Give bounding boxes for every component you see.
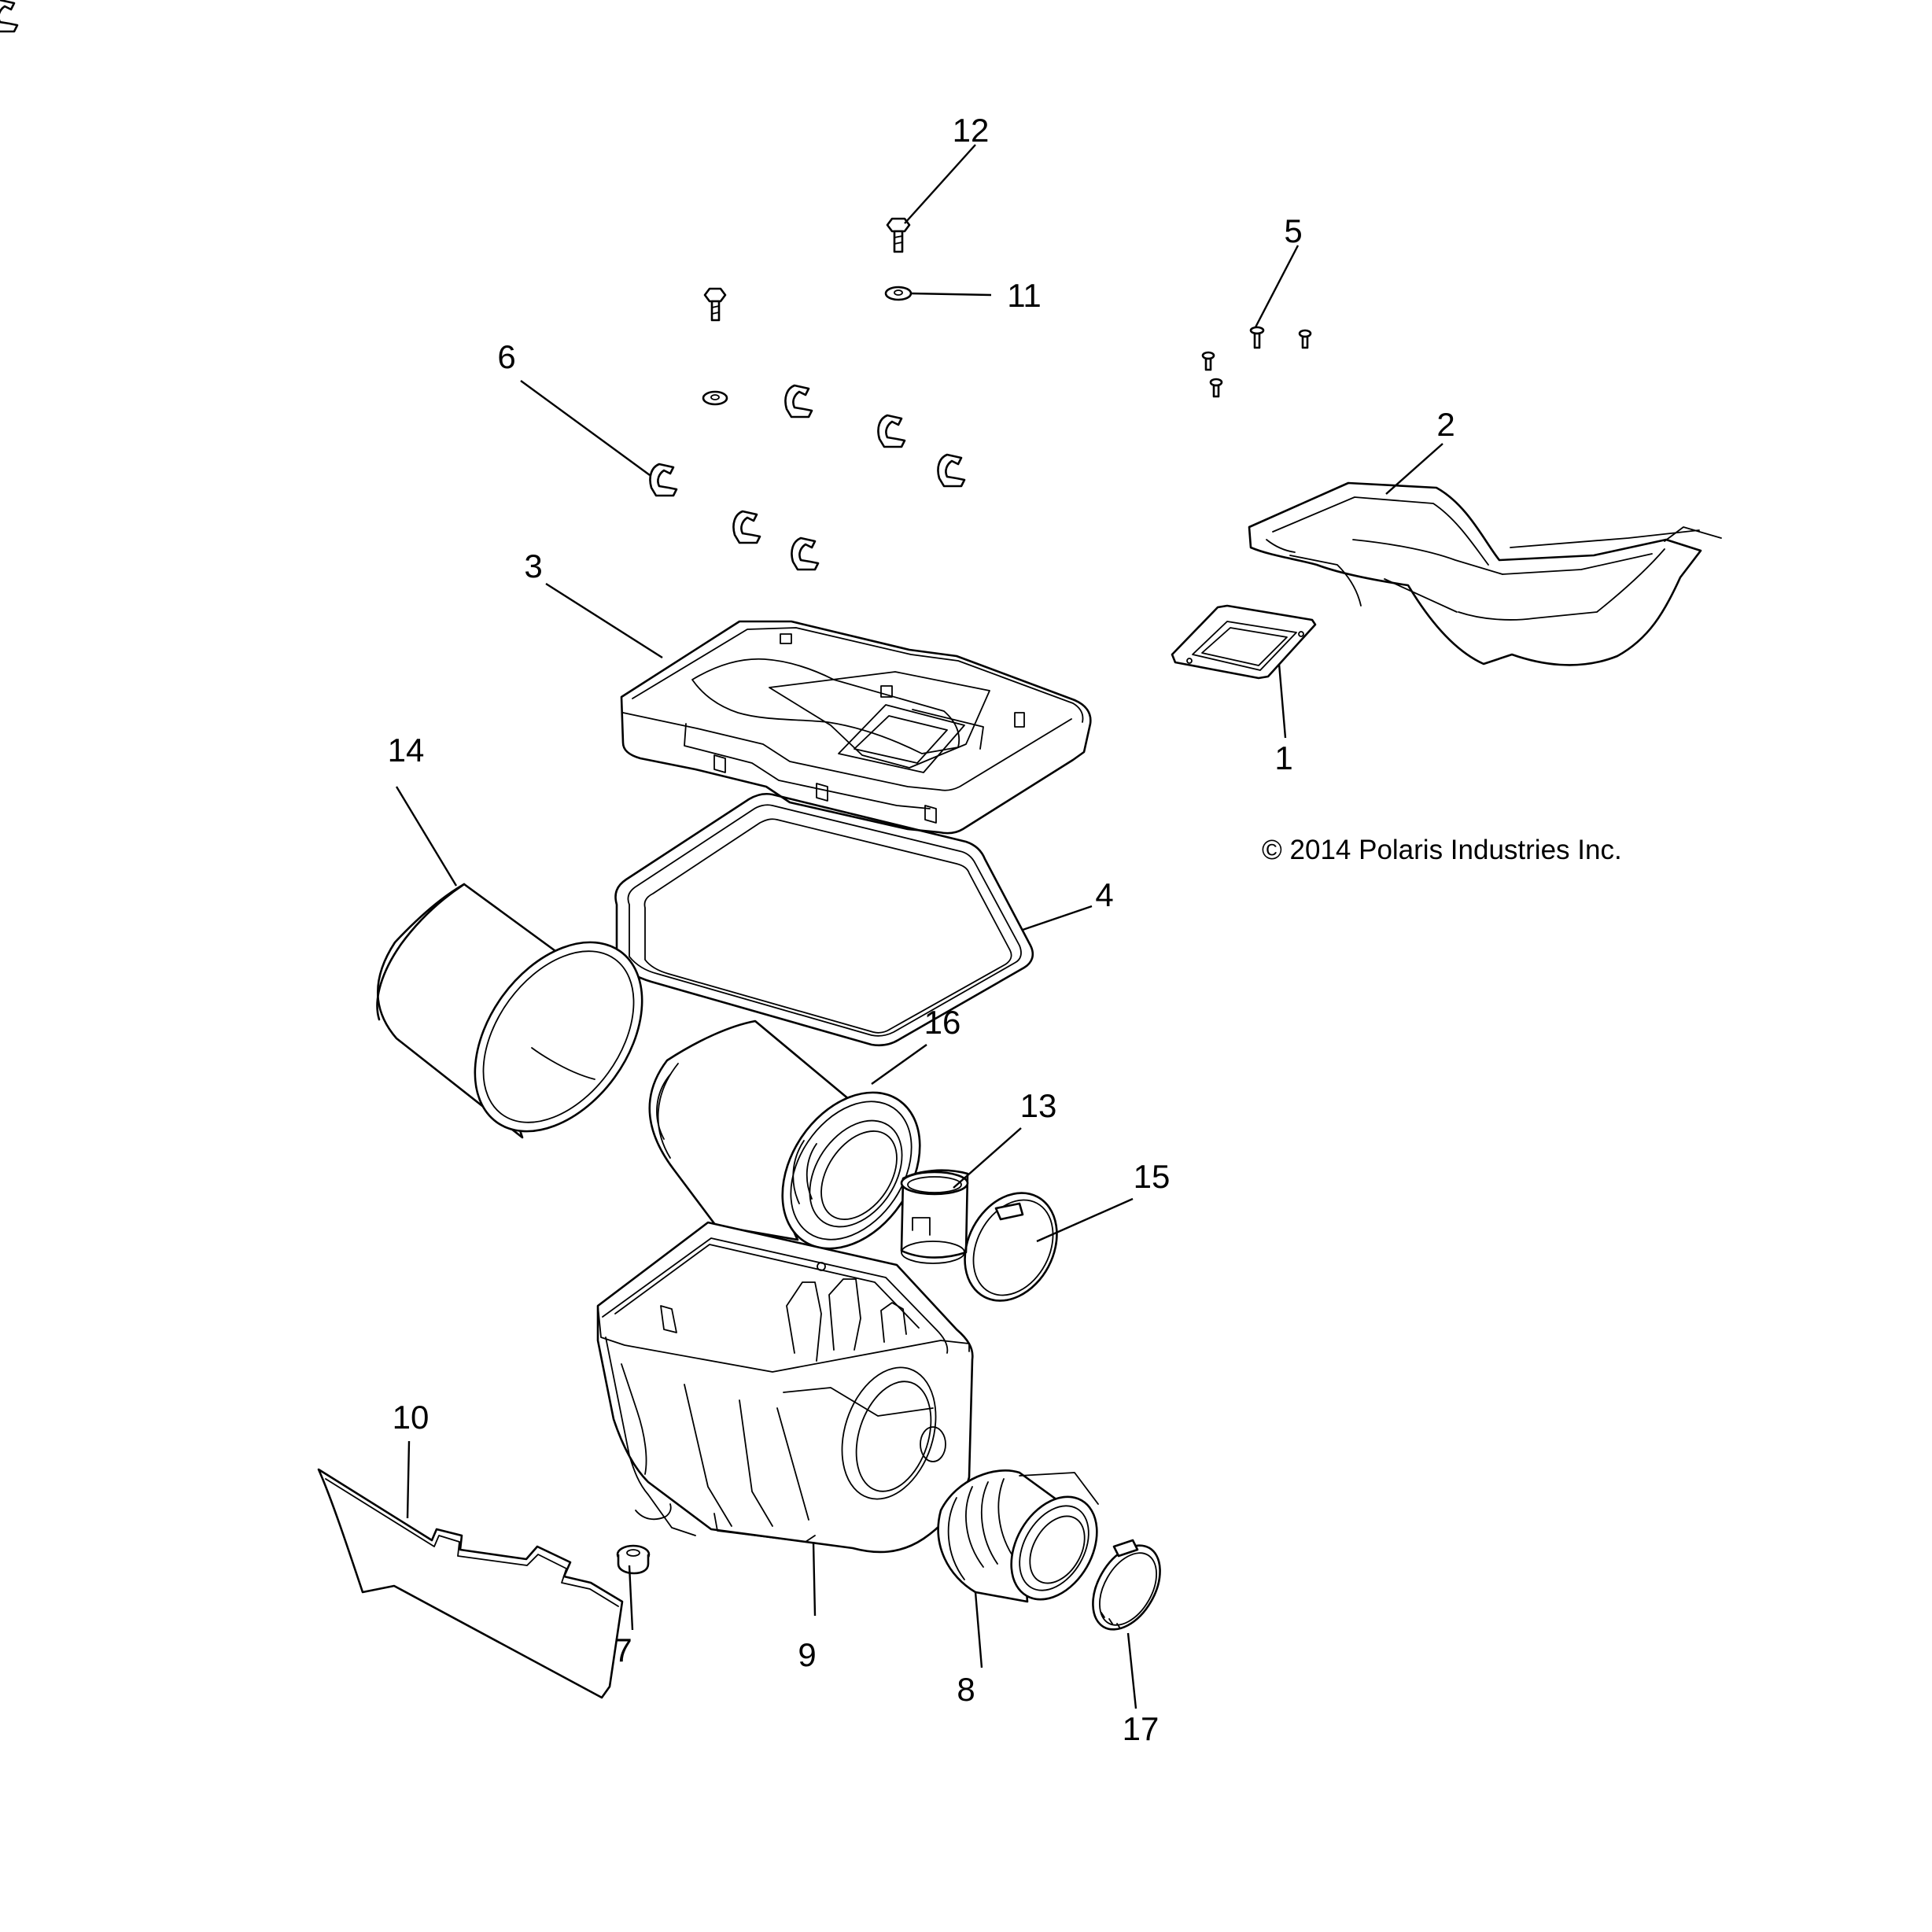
copyright-text: © 2014 Polaris Industries Inc.	[1262, 835, 1622, 865]
callout-9: 9	[798, 1636, 816, 1673]
callout-3: 3	[524, 548, 542, 584]
callout-labels: 12 11 5 6 2 1 3 4 14 16 13 15 10 7 9 8 1…	[388, 112, 1455, 1747]
part-6-clips	[0, 0, 966, 571]
part-14-prefilter	[376, 883, 643, 1139]
part-12-bolt	[886, 217, 911, 253]
part-11-washer	[884, 286, 913, 301]
part-5-screws	[1201, 326, 1312, 398]
callout-17: 17	[1123, 1710, 1160, 1747]
callout-10: 10	[393, 1399, 430, 1436]
part-10-shield-plate	[317, 1468, 624, 1699]
part-16-filter	[648, 1019, 921, 1250]
part-3-airbox-cover	[620, 620, 1092, 835]
callout-12: 12	[953, 112, 990, 149]
washer-left	[702, 390, 728, 406]
callout-8: 8	[957, 1671, 975, 1708]
leader-lines	[395, 144, 1443, 1709]
part-4-gasket	[614, 792, 1034, 1047]
callout-5: 5	[1284, 212, 1302, 249]
part-9-airbox-base	[596, 1217, 974, 1554]
bolt-left	[703, 287, 727, 322]
part-1-seal	[1171, 604, 1317, 680]
part-2-intake-duct	[1248, 481, 1722, 666]
callout-4: 4	[1095, 876, 1113, 913]
callout-7: 7	[614, 1632, 632, 1668]
callout-11: 11	[1007, 277, 1042, 314]
callout-15: 15	[1134, 1158, 1171, 1195]
part-15-clamp	[964, 1192, 1058, 1302]
part-17-clamp	[1092, 1539, 1161, 1631]
callout-14: 14	[388, 732, 425, 769]
part-8-coupler	[937, 1469, 1099, 1603]
callout-6: 6	[497, 338, 515, 375]
callout-1: 1	[1274, 739, 1292, 776]
callout-13: 13	[1020, 1087, 1057, 1124]
callout-16: 16	[924, 1004, 961, 1041]
part-7-drain-valve	[616, 1544, 651, 1575]
callout-2: 2	[1436, 406, 1455, 443]
